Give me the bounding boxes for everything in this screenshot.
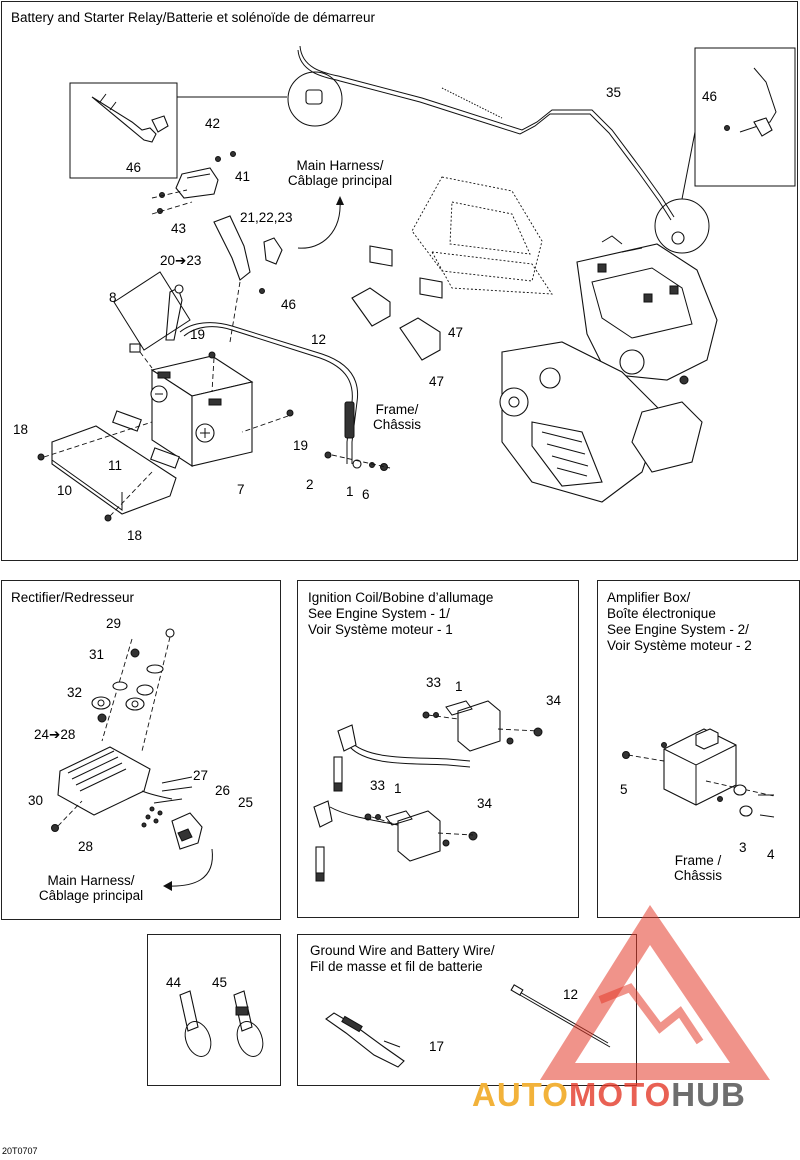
detail-box-right: [694, 47, 796, 187]
callout-44: 44: [166, 975, 182, 990]
callout-47-upper: 47: [448, 325, 464, 340]
main-harness-label-fr: Câblage principal: [287, 173, 393, 188]
ground-title-line-1: Ground Wire and Battery Wire/: [310, 943, 495, 958]
frame-label: Frame/ Châssis: [357, 402, 437, 432]
amplifier-frame-label: Frame / Châssis: [660, 853, 736, 883]
callout-45: 45: [212, 975, 228, 990]
callout-7: 7: [237, 482, 245, 497]
callout-17: 17: [429, 1039, 445, 1054]
main-harness-label: Main Harness/ Câblage principal: [270, 158, 410, 188]
callout-32: 32: [67, 685, 83, 700]
main-harness-label-en: Main Harness/: [296, 158, 384, 173]
callout-8: 8: [109, 290, 117, 305]
callout-12-ground: 12: [563, 987, 579, 1002]
ignition-panel: Ignition Coil/Bobine d’allumage See Engi…: [297, 580, 579, 918]
ground-wire-panel-title: Ground Wire and Battery Wire/ Fil de mas…: [310, 943, 495, 975]
callout-28: 28: [78, 839, 94, 854]
callout-2: 2: [306, 477, 314, 492]
callout-46-mid: 46: [281, 297, 297, 312]
callout-43: 43: [171, 221, 187, 236]
callout-1-lower: 1: [394, 781, 402, 796]
callout-31: 31: [89, 647, 105, 662]
ground-wire-panel: Ground Wire and Battery Wire/ Fil de mas…: [297, 934, 637, 1086]
amplifier-title-line-4: Voir Système moteur - 2: [607, 638, 752, 653]
callout-35: 35: [606, 85, 622, 100]
callout-34-lower: 34: [477, 796, 493, 811]
watermark-text: AUTOMOTOHUB: [472, 1076, 746, 1114]
amplifier-illustration: [622, 728, 775, 818]
callout-4: 4: [767, 847, 775, 862]
ignition-panel-title: Ignition Coil/Bobine d’allumage See Engi…: [308, 590, 493, 638]
callout-20-23: 20➔23: [160, 253, 202, 268]
frame-label-en: Frame/: [375, 402, 419, 417]
rectifier-panel: Rectifier/Redresseur 29 31 32 24➔28 27 2…: [1, 580, 281, 920]
rectifier-harness-label-fr: Câblage principal: [38, 888, 144, 903]
cable-ties-panel: 44 45: [147, 934, 281, 1086]
callout-42: 42: [205, 116, 221, 131]
amplifier-panel: Amplifier Box/ Boîte électronique See En…: [597, 580, 800, 918]
detail-box-left: [69, 82, 178, 179]
ignition-title-line-3: Voir Système moteur - 1: [308, 622, 453, 637]
ignition-title-line-2: See Engine System - 1/: [308, 606, 450, 621]
ground-title-line-2: Fil de masse et fil de batterie: [310, 959, 483, 974]
rectifier-harness-label-en: Main Harness/: [47, 873, 135, 888]
rectifier-panel-title: Rectifier/Redresseur: [11, 590, 135, 605]
callout-24-28: 24➔28: [34, 727, 76, 742]
amplifier-frame-label-en: Frame /: [674, 853, 722, 868]
watermark-moto: MOTO: [568, 1076, 672, 1113]
cable-ties-illustration: [179, 990, 264, 1057]
callout-11: 11: [108, 458, 123, 473]
amplifier-title-line-3: See Engine System - 2/: [607, 622, 749, 637]
callout-33-upper: 33: [426, 675, 442, 690]
battery-panel-title: Battery and Starter Relay/Batterie et so…: [11, 10, 375, 25]
detail-circle-left: [287, 71, 343, 127]
battery-panel: Battery and Starter Relay/Batterie et so…: [1, 1, 798, 561]
battery-illustration: [37, 45, 796, 522]
callout-41: 41: [235, 169, 251, 184]
rectifier-harness-label: Main Harness/ Câblage principal: [26, 873, 156, 903]
callout-18-upper: 18: [13, 422, 29, 437]
callout-30: 30: [28, 793, 44, 808]
callout-18-lower: 18: [127, 528, 143, 543]
amplifier-title-line-2: Boîte électronique: [607, 606, 716, 621]
callout-46-right: 46: [702, 89, 718, 104]
watermark-auto: AUTO: [472, 1076, 569, 1113]
callout-33-lower: 33: [370, 778, 386, 793]
callout-12: 12: [311, 332, 327, 347]
callout-1-upper: 1: [455, 679, 463, 694]
callout-46-left: 46: [126, 160, 142, 175]
callout-25: 25: [238, 795, 254, 810]
callout-26: 26: [215, 783, 231, 798]
callout-10: 10: [57, 483, 73, 498]
watermark-hub: HUB: [671, 1076, 746, 1113]
amplifier-panel-title: Amplifier Box/ Boîte électronique See En…: [607, 590, 752, 654]
callout-29: 29: [106, 616, 122, 631]
callout-1: 1: [346, 484, 354, 499]
callout-6: 6: [362, 487, 370, 502]
callout-5: 5: [620, 782, 628, 797]
ignition-title-line-1: Ignition Coil/Bobine d’allumage: [308, 590, 494, 605]
callout-19-lower: 19: [293, 438, 309, 453]
rectifier-illustration: [51, 628, 213, 891]
ignition-illustration: [313, 700, 543, 882]
amplifier-frame-label-fr: Châssis: [673, 868, 722, 883]
amplifier-title-line-1: Amplifier Box/: [607, 590, 691, 605]
callout-21-22-23: 21,22,23: [240, 210, 293, 225]
callout-34-upper: 34: [546, 693, 562, 708]
callout-3: 3: [739, 840, 747, 855]
figure-code: 20T0707: [2, 1146, 38, 1156]
callout-27: 27: [193, 768, 209, 783]
callout-47-lower: 47: [429, 374, 445, 389]
frame-label-fr: Châssis: [372, 417, 421, 432]
callout-19-upper: 19: [190, 327, 206, 342]
